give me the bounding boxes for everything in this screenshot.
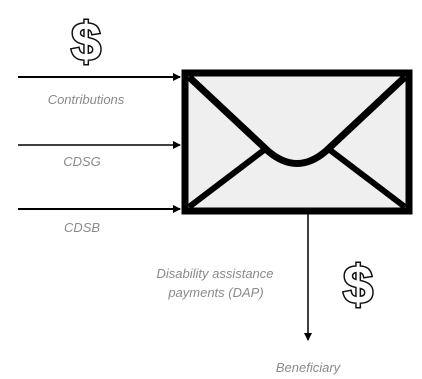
cdsb-label: CDSB bbox=[64, 220, 100, 235]
envelope-icon bbox=[181, 69, 413, 215]
cdsg-label: CDSG bbox=[63, 154, 101, 169]
dollar-sign-icon-bottom: $ bbox=[343, 255, 373, 315]
contributions-label: Contributions bbox=[48, 92, 125, 107]
dap-label-line2: payments (DAP) bbox=[167, 285, 263, 300]
dollar-sign-icon-top: $ bbox=[71, 12, 101, 72]
beneficiary-label: Beneficiary bbox=[276, 360, 342, 375]
dap-label-line1: Disability assistance bbox=[156, 266, 273, 281]
